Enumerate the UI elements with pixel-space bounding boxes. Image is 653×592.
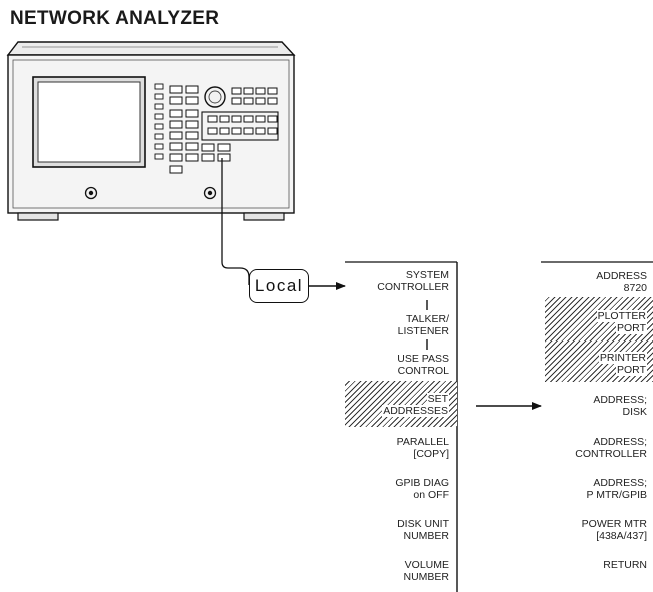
softkey-parallel-copy: PARALLEL [COPY] <box>396 436 449 460</box>
softkey-use-pass-control: USE PASS CONTROL <box>397 353 449 377</box>
softkey-column <box>154 83 164 160</box>
softkey-disk-unit-number: DISK UNIT NUMBER <box>397 518 449 542</box>
softkey-address-controller: ADDRESS; CONTROLLER <box>575 436 647 460</box>
port-connector-2 <box>203 186 217 200</box>
softkey-system-controller: SYSTEM CONTROLLER <box>377 269 449 293</box>
softkey-address-pmtr-gpib: ADDRESS; P MTR/GPIB <box>586 477 647 501</box>
local-leader-line <box>221 158 250 285</box>
softkey-gpib-diag: GPIB DIAG on OFF <box>395 477 449 501</box>
softkey-plotter-port: PLOTTER PORT <box>596 310 647 334</box>
softkey-talker-listener: TALKER/ LISTENER <box>397 313 449 337</box>
softkey-volume-number: VOLUME NUMBER <box>403 559 449 583</box>
softkey-set-addresses: SET ADDRESSES <box>382 393 449 417</box>
softkey-return: RETURN <box>603 559 647 571</box>
softkey-address-8720: ADDRESS 8720 <box>596 270 647 294</box>
network-analyzer-instrument <box>6 41 296 221</box>
rpg-knob <box>204 86 226 108</box>
port-connector-1 <box>84 186 98 200</box>
local-key: Local <box>249 269 309 303</box>
softkey-power-mtr: POWER MTR [438A/437] <box>581 518 647 542</box>
softkey-printer-port: PRINTER PORT <box>598 352 647 376</box>
softkey-address-disk: ADDRESS; DISK <box>593 394 647 418</box>
diagram-title: NETWORK ANALYZER <box>10 8 220 29</box>
entry-keys <box>169 85 231 174</box>
function-keys <box>201 87 279 152</box>
primary-menu-frame <box>345 261 458 592</box>
